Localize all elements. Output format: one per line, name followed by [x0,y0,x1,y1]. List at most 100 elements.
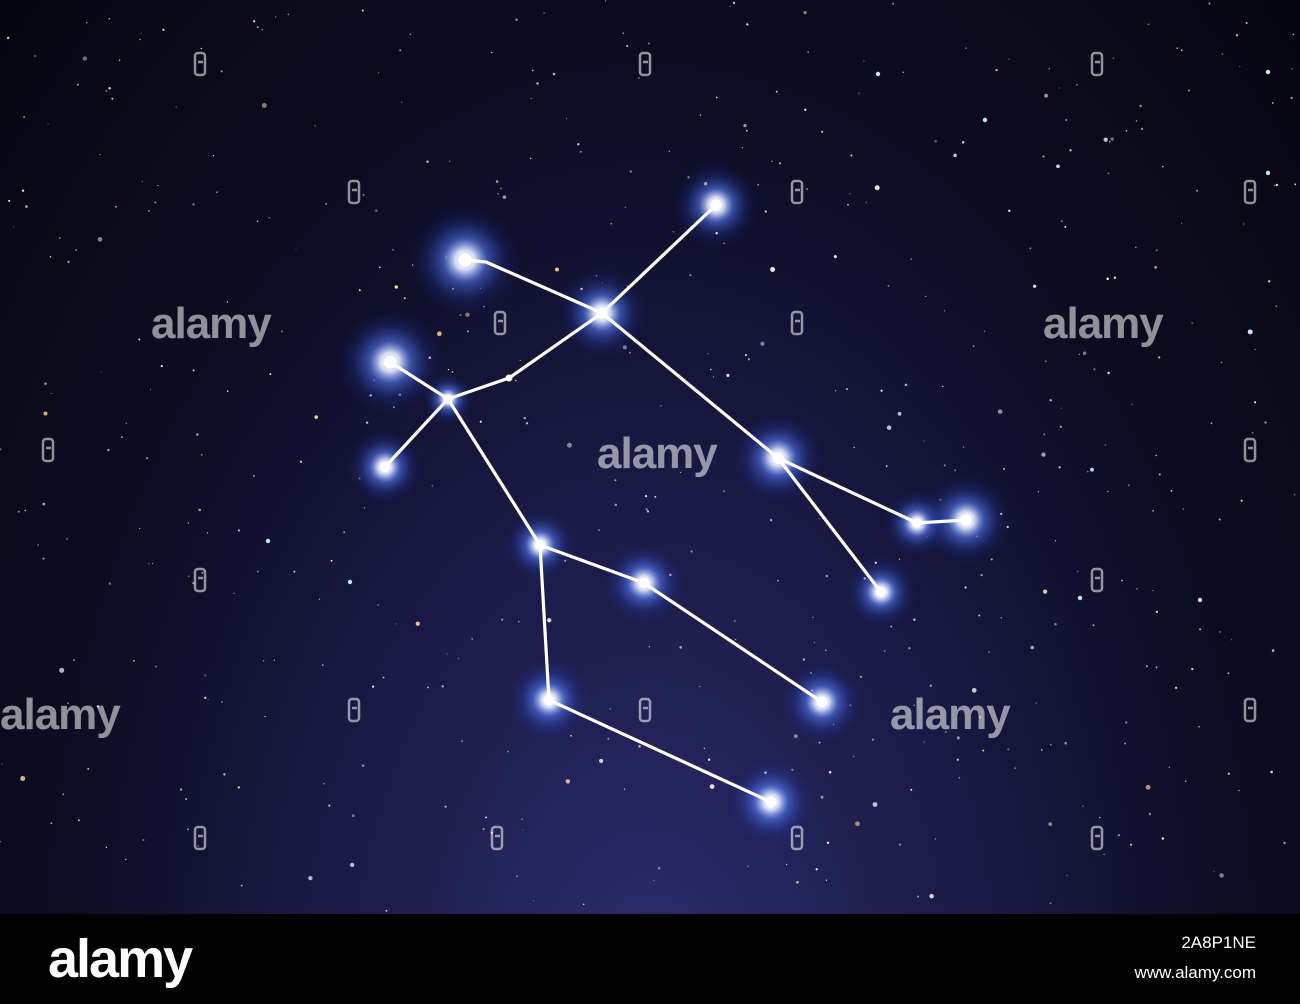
background-star [99,154,101,156]
background-star [961,141,965,144]
background-star [536,82,539,85]
background-star [1048,68,1050,70]
background-star [1003,467,1006,470]
background-star [1049,399,1052,402]
constellation-line [446,397,824,704]
background-star [375,209,378,212]
background-star [20,776,26,781]
background-star [1069,149,1072,152]
background-star [978,716,982,719]
background-star [1129,843,1133,846]
background-star [904,383,908,387]
background-star [401,101,403,103]
background-star [1218,631,1221,633]
background-star [614,479,617,482]
background-star [1180,49,1183,51]
background-star [377,72,380,74]
background-star [269,373,272,376]
constellation-star [458,253,472,267]
background-star [100,371,102,373]
background-star [1140,127,1144,131]
background-star [657,866,661,870]
background-star [778,162,782,165]
background-star [325,202,328,205]
background-star [1235,34,1239,37]
background-star [67,260,70,264]
background-star [198,508,201,512]
background-star [775,90,778,93]
background-star [1174,686,1178,689]
background-star [972,345,975,347]
background-star [216,191,218,193]
background-star [1181,222,1183,224]
background-star [330,559,333,562]
background-star [760,341,765,346]
background-star [709,784,715,789]
background-star [965,47,967,49]
background-star [660,405,662,407]
background-star [679,646,682,649]
background-star [427,686,430,689]
background-star [707,758,711,761]
background-star [629,170,632,173]
background-star [449,160,451,162]
background-star [515,18,518,21]
background-star [855,821,860,827]
background-star [884,650,886,652]
constellation-star [960,514,972,526]
background-star [1155,666,1158,669]
background-star [850,154,853,157]
background-star [743,124,747,128]
background-star [802,658,806,661]
background-star [846,388,848,390]
background-star [379,266,381,269]
background-star [1271,649,1275,652]
background-star [121,436,123,438]
background-star [1197,597,1203,603]
background-star [1265,170,1271,176]
background-star [1239,65,1241,67]
background-star [847,203,849,206]
background-star [852,755,855,758]
background-star [825,574,829,578]
background-star [815,868,818,871]
background-star [1198,726,1200,728]
background-star [525,422,529,425]
background-star [849,193,851,195]
background-star [712,376,715,378]
background-star [1066,874,1068,877]
background-star [1243,223,1245,225]
background-star [323,783,325,785]
background-star [668,150,671,153]
background-star [1120,579,1123,582]
background-star [365,421,369,424]
background-star [287,13,290,16]
background-star [638,745,641,748]
background-star [1082,805,1084,807]
background-star [1155,454,1157,457]
background-star [944,731,947,734]
background-star [533,900,535,902]
background-star [86,22,88,24]
background-star [105,846,108,849]
background-star [256,570,259,573]
background-star [1040,749,1043,751]
background-star [910,788,913,791]
background-star [709,368,712,371]
background-star [226,390,229,392]
background-star [1184,780,1187,782]
background-star [1292,33,1295,35]
background-star [6,36,10,40]
background-star [1264,421,1267,424]
background-star [1227,772,1231,776]
background-star [490,831,493,835]
background-star [1136,587,1138,590]
background-star [983,330,985,332]
background-star [971,687,977,693]
background-star [1227,672,1230,675]
background-star [874,185,880,191]
background-star [646,510,650,513]
background-star [451,371,454,373]
background-star [175,106,177,108]
